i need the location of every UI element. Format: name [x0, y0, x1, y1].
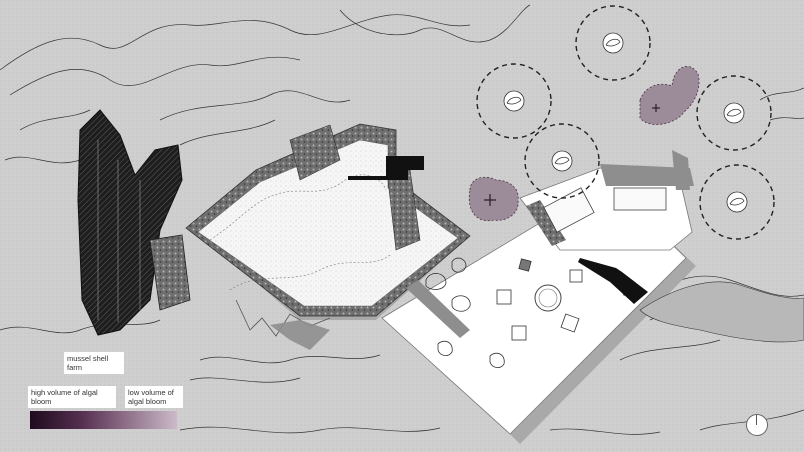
- mussel-shell-farm: [77, 109, 191, 336]
- label-mussel-shell-farm: mussel shell farm: [64, 352, 124, 374]
- algal-bloom-gradient-legend: [30, 411, 177, 429]
- mussel-shell-icon: [551, 150, 573, 172]
- mussel-shell-icon: [723, 102, 745, 124]
- mussel-buoys: [476, 5, 775, 240]
- mussel-buoy: [476, 63, 552, 139]
- bloom-markers: [484, 104, 660, 206]
- north-arrow-icon: [746, 414, 768, 436]
- algal-bloom-areas: [468, 65, 700, 222]
- mussel-buoy: [696, 75, 772, 151]
- gallery-building: [185, 123, 471, 350]
- label-high-algal-bloom: high volume of algal bloom: [28, 386, 116, 408]
- mussel-shell-icon: [503, 90, 525, 112]
- right-rock-outcrop: [639, 281, 804, 343]
- contour-lines: [0, 4, 804, 435]
- mussel-buoy: [575, 5, 651, 81]
- mussel-shell-icon: [602, 32, 624, 54]
- label-low-algal-bloom: low volume of algal bloom: [125, 386, 183, 408]
- mussel-shell-icon: [726, 191, 748, 213]
- dining-building: [381, 150, 694, 435]
- mussel-buoy: [699, 164, 775, 240]
- mussel-buoy: [524, 123, 600, 199]
